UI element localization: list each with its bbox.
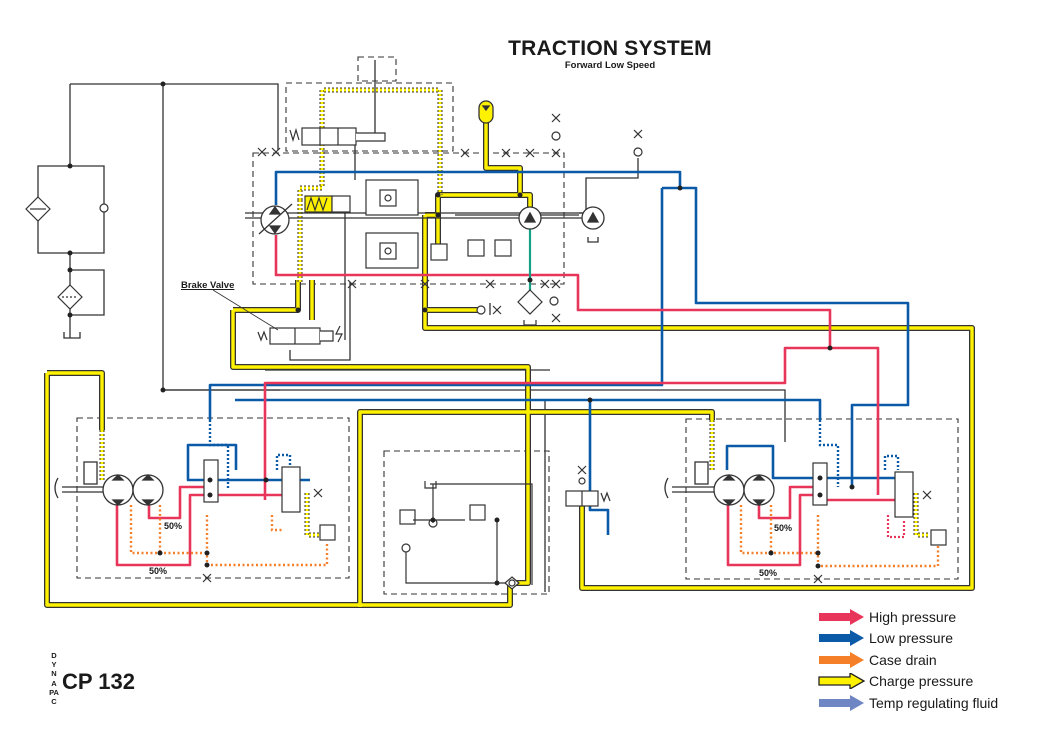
legend-item-charge-pressure: Charge pressure [818, 671, 998, 693]
legend-label: Charge pressure [869, 673, 974, 690]
legend-item-low-pressure: Low pressure [818, 628, 998, 650]
high-pressure-lines [115, 235, 905, 567]
legend-label: Low pressure [869, 630, 954, 647]
brake-release-valve [565, 477, 611, 507]
arrow-icon [819, 608, 864, 625]
low-pressure-lines [186, 170, 910, 535]
relief-valve-upper [365, 179, 419, 216]
diagram-subtitle: Forward Low Speed [564, 60, 656, 71]
return-filter [57, 284, 83, 310]
charge-relief-valve [430, 239, 512, 261]
accumulator [478, 100, 494, 124]
diagram-title: TRACTION SYSTEM [508, 37, 712, 60]
arrow-icon [819, 651, 864, 668]
legend: High pressure Low pressure Case drain Ch… [818, 606, 998, 714]
left-motor-split-label-inner: 50% [164, 521, 183, 531]
arrow-icon [819, 630, 864, 647]
check-valve-bypass [99, 203, 109, 213]
junction-dots [67, 81, 855, 586]
component-boundaries [76, 56, 959, 595]
variable-displacement-pump [258, 203, 293, 235]
shuttle-valve [504, 576, 520, 590]
legend-label: Temp regulating fluid [869, 694, 999, 711]
right-drive-motor [664, 461, 775, 506]
arrow-icon [818, 673, 866, 690]
filter-main [517, 289, 543, 326]
arrow-icon [819, 694, 864, 711]
relief-valve-lower [365, 232, 419, 269]
right-motor-split-label-inner: 50% [774, 523, 793, 533]
legend-label: High pressure [869, 608, 957, 625]
check-valve-gauge-port [476, 131, 643, 315]
left-drive-motor [54, 461, 164, 506]
cooler [25, 196, 51, 222]
brake-valve-label: Brake Valve [181, 280, 235, 291]
right-flushing-valve [812, 462, 947, 546]
parking-brake-assembly [399, 481, 533, 585]
model-name: CP 132 [62, 669, 135, 694]
brake-valve-symbol [212, 289, 343, 345]
direction-control-valve [289, 127, 386, 146]
legend-item-temp-fluid: Temp regulating fluid [818, 692, 998, 714]
high-pressure-pilot [886, 515, 906, 539]
left-flushing-valve [203, 459, 336, 541]
legend-item-high-pressure: High pressure [818, 606, 998, 628]
left-motor-split-label-outer: 50% [149, 566, 168, 576]
right-motor-split-label-outer: 50% [759, 568, 778, 578]
legend-item-case-drain: Case drain [818, 649, 998, 671]
legend-label: Case drain [869, 651, 937, 668]
brand-logo-text: DYNAPAC [49, 651, 59, 707]
servo-cylinder [304, 195, 351, 213]
low-pressure-pilot [208, 420, 900, 490]
charge-pump [518, 206, 542, 230]
case-drain-lines [129, 505, 940, 568]
auxiliary-pump [581, 206, 605, 243]
